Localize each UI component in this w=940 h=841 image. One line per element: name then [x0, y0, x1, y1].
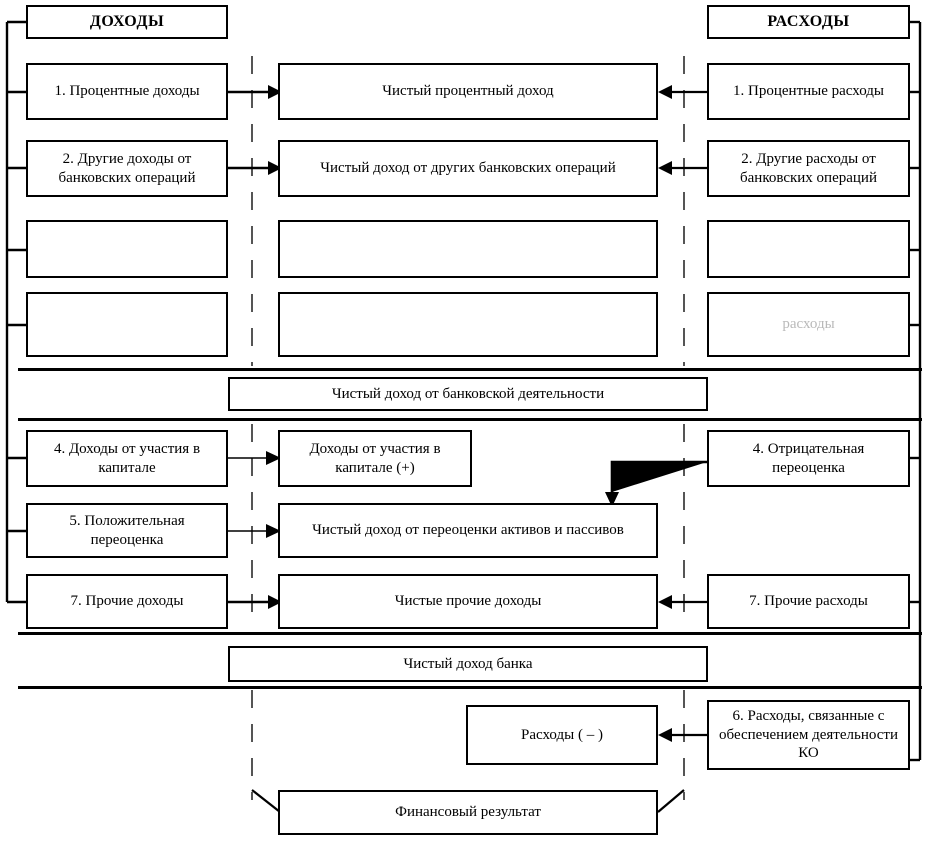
expenses-minus-label: Расходы ( – )	[521, 726, 603, 743]
header-expenses-label: РАСХОДЫ	[767, 13, 850, 30]
net-item-3[interactable]	[278, 220, 658, 278]
net-item-5[interactable]: Доходы от участия в капитале (+)	[278, 430, 472, 487]
header-income: ДОХОДЫ	[26, 5, 228, 39]
income-item-6-label: 5. Положительная переоценка	[69, 512, 185, 548]
income-item-1[interactable]: 1. Процентные доходы	[26, 63, 228, 120]
summary-bank-activity-label: Чистый доход от банковской деятельности	[331, 385, 605, 402]
expense-item-2[interactable]: 2. Другие расходы от банковских операций	[707, 140, 910, 197]
income-item-5-label: 4. Доходы от участия в капитале	[53, 440, 201, 476]
expense-item-1-label: 1. Процентные расходы	[733, 83, 884, 100]
expense-item-6-label: 7. Прочие расходы	[749, 593, 868, 610]
summary-bank-activity[interactable]: Чистый доход от банковской деятельности	[228, 377, 708, 411]
income-item-3[interactable]	[26, 220, 228, 278]
expense-item-1[interactable]: 1. Процентные расходы	[707, 63, 910, 120]
income-item-7-label: 7. Прочие доходы	[70, 593, 184, 610]
expense-item-7-label: 6. Расходы, связанные с обеспечением дея…	[719, 707, 898, 762]
income-item-1-label: 1. Процентные доходы	[54, 83, 200, 100]
expense-item-2-label: 2. Другие расходы от банковских операций	[740, 150, 877, 186]
expense-item-5[interactable]: 4. Отрицательная переоценка	[707, 430, 910, 487]
net-item-6-label: Чистый доход от переоценки активов и пас…	[312, 522, 624, 539]
net-item-2[interactable]: Чистый доход от других банковских операц…	[278, 140, 658, 197]
expenses-minus[interactable]: Расходы ( – )	[466, 705, 658, 765]
expense-item-3[interactable]	[707, 220, 910, 278]
header-expenses: РАСХОДЫ	[707, 5, 910, 39]
summary-bank-income[interactable]: Чистый доход банка	[228, 646, 708, 682]
income-item-7[interactable]: 7. Прочие доходы	[26, 574, 228, 629]
income-item-6[interactable]: 5. Положительная переоценка	[26, 503, 228, 558]
summary-bank-income-label: Чистый доход банка	[403, 655, 533, 672]
expense-item-4[interactable]: расходы	[707, 292, 910, 357]
net-item-2-label: Чистый доход от других банковских операц…	[320, 160, 616, 177]
income-item-5[interactable]: 4. Доходы от участия в капитале	[26, 430, 228, 487]
net-item-1-label: Чистый процентный доход	[382, 83, 554, 100]
income-item-2[interactable]: 2. Другие доходы от банковских операций	[26, 140, 228, 197]
financial-result[interactable]: Финансовый результат	[278, 790, 658, 835]
separator-below-bank-activity	[18, 418, 922, 421]
net-item-5-label: Доходы от участия в капитале (+)	[309, 440, 441, 476]
net-item-1[interactable]: Чистый процентный доход	[278, 63, 658, 120]
separator-below-bank-income	[18, 686, 922, 689]
expense-item-5-label: 4. Отрицательная переоценка	[752, 440, 865, 476]
net-item-7[interactable]: Чистые прочие доходы	[278, 574, 658, 629]
net-item-6[interactable]: Чистый доход от переоценки активов и пас…	[278, 503, 658, 558]
separator-above-bank-activity	[18, 368, 922, 371]
separator-above-bank-income	[18, 632, 922, 635]
net-item-7-label: Чистые прочие доходы	[394, 593, 542, 610]
header-income-label: ДОХОДЫ	[89, 13, 165, 30]
expense-item-4-label: расходы	[782, 316, 835, 333]
expense-item-7[interactable]: 6. Расходы, связанные с обеспечением дея…	[707, 700, 910, 770]
income-item-4[interactable]	[26, 292, 228, 357]
income-item-2-label: 2. Другие доходы от банковских операций	[58, 150, 196, 186]
expense-item-6[interactable]: 7. Прочие расходы	[707, 574, 910, 629]
net-item-4[interactable]	[278, 292, 658, 357]
financial-result-label: Финансовый результат	[395, 804, 541, 821]
